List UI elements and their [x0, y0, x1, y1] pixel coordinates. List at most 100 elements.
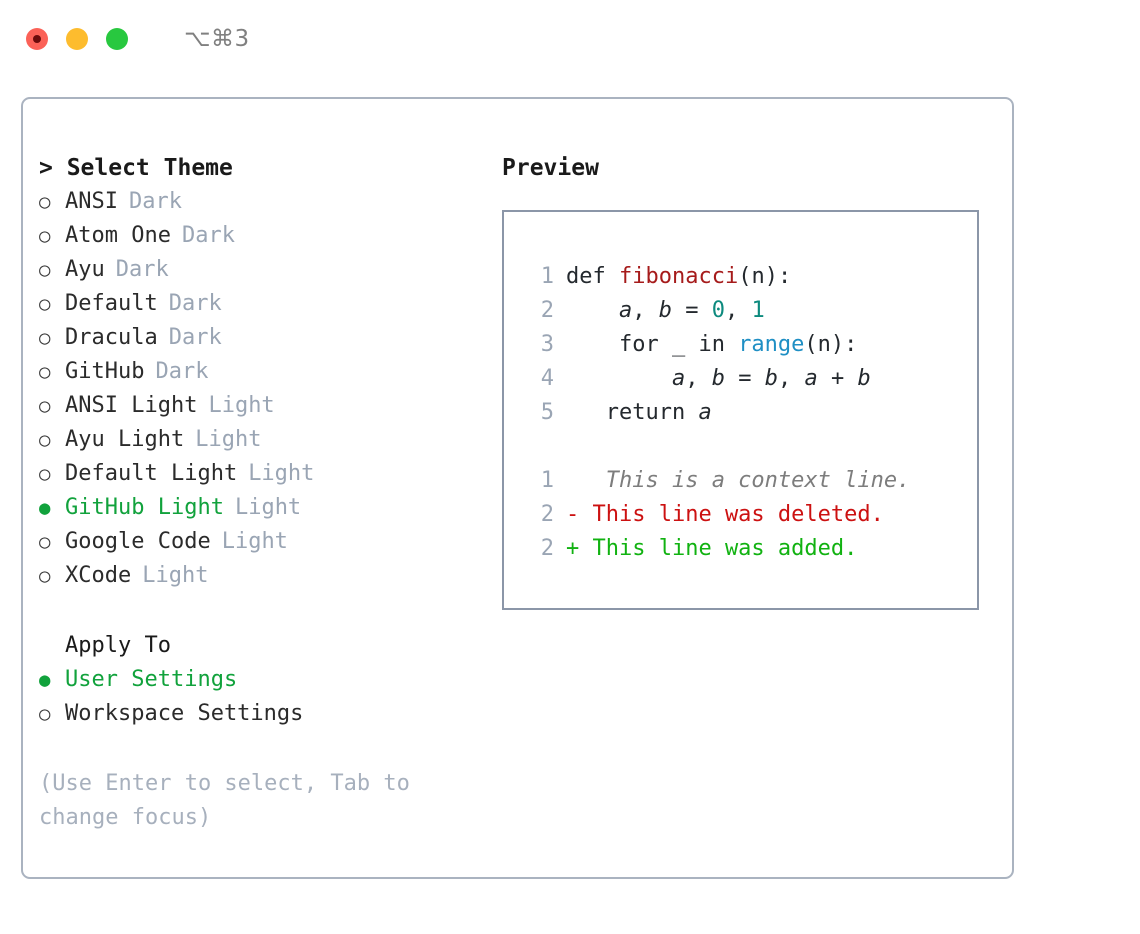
radio-unselected-icon: ○ [39, 463, 51, 485]
theme-option-label: Google Code [65, 529, 211, 554]
theme-option-google-code[interactable]: ○ Google Code Light [39, 525, 489, 559]
theme-option-label: GitHub [65, 359, 145, 384]
theme-option-tag: Light [142, 563, 209, 588]
apply-to-option-label: Workspace Settings [65, 701, 304, 726]
code-text: a, b = b, a + b [566, 362, 871, 396]
code-token-var: b [764, 366, 778, 391]
code-line: 2 a, b = 0, 1 [524, 294, 977, 328]
theme-option-atom-one[interactable]: ○ Atom One Dark [39, 219, 489, 253]
code-text: return a [566, 396, 712, 430]
theme-option-tag: Dark [168, 291, 222, 316]
theme-option-tag: Light [234, 495, 302, 520]
theme-option-label: Dracula [65, 325, 158, 350]
diff-line-added: 2+ This line was added. [524, 532, 977, 566]
apply-to-section: Apply To ● User Settings ○Workspace Settin… [39, 629, 489, 731]
keyboard-hint-text: (Use Enter to select, Tab to change focu… [39, 771, 410, 830]
theme-option-tag: Light [195, 427, 262, 452]
close-button-icon[interactable] [26, 28, 48, 50]
code-token-var: a [698, 400, 712, 425]
theme-option-ayu[interactable]: ○ Ayu Dark [39, 253, 489, 287]
code-token-num: 1 [751, 298, 765, 323]
theme-option-default-light[interactable]: ○ Default Light Light [39, 457, 489, 491]
line-number: 2 [540, 502, 554, 527]
radio-unselected-icon: ○ [39, 259, 51, 281]
line-number: 2 [540, 536, 554, 561]
diff-line-context: 1 This is a context line. [524, 464, 977, 498]
code-line: 5 return a [524, 396, 977, 430]
theme-option-tag: Dark [181, 223, 235, 248]
theme-option-tag: Light [248, 461, 315, 486]
code-diff-separator [524, 430, 977, 464]
line-number: 3 [540, 332, 554, 357]
traffic-lights [26, 28, 128, 50]
theme-option-label: ANSI Light [65, 393, 198, 418]
code-token-num: 0 [711, 298, 725, 323]
radio-unselected-icon: ○ [39, 429, 51, 451]
radio-unselected-icon: ○ [39, 395, 51, 417]
radio-unselected-icon: ○ [39, 293, 51, 315]
code-text: for _ in range(n): [566, 328, 857, 362]
code-text: def fibonacci(n): [566, 260, 791, 294]
maximize-button-icon[interactable] [106, 28, 128, 50]
theme-option-label: Default [65, 291, 158, 316]
radio-unselected-icon: ○ [39, 565, 51, 587]
code-token-fn: fibonacci [618, 264, 739, 289]
radio-unselected-icon: ○ [39, 531, 51, 553]
theme-option-ayu-light[interactable]: ○ Ayu Light Light [39, 423, 489, 457]
code-token-plain: , [777, 366, 805, 391]
apply-to-list[interactable]: ● User Settings ○Workspace Settings [39, 663, 489, 731]
theme-option-tag: Light [221, 529, 288, 554]
theme-option-label: Ayu [65, 257, 105, 282]
minimize-button-icon[interactable] [66, 28, 88, 50]
code-token-plain: + [817, 366, 858, 391]
apply-to-option-workspace-settings[interactable]: ○Workspace Settings [39, 697, 489, 731]
theme-option-tag: Light [208, 393, 275, 418]
radio-unselected-icon: ○ [39, 225, 51, 247]
code-token-plain: = [724, 366, 765, 391]
theme-option-ansi-light[interactable]: ○ ANSI Light Light [39, 389, 489, 423]
code-token-plain: (n): [738, 264, 792, 289]
line-number: 4 [540, 366, 554, 391]
code-token-var: b [711, 366, 725, 391]
line-number: 1 [540, 468, 554, 493]
theme-option-tag: Dark [168, 325, 222, 350]
code-token-plain: for _ in [566, 332, 739, 357]
diff-text: - This line was deleted. [566, 502, 884, 527]
theme-option-label: Default Light [65, 461, 238, 486]
theme-option-tag: Dark [115, 257, 169, 282]
code-token-plain: , [724, 298, 752, 323]
code-token-call: range [738, 332, 805, 357]
line-number: 5 [540, 400, 554, 425]
theme-option-label: Atom One [65, 223, 171, 248]
diff-sample: 1 This is a context line. 2 - This line wa… [524, 464, 977, 566]
theme-option-default[interactable]: ○ Default Dark [39, 287, 489, 321]
code-token-var: a [671, 366, 686, 391]
theme-option-tag: Dark [155, 359, 209, 384]
code-text: a, b = 0, 1 [566, 294, 765, 328]
code-token-var: a [804, 366, 818, 391]
code-token-var: a [618, 298, 633, 323]
apply-to-option-label: User Settings [65, 667, 238, 692]
code-token-var: b [658, 298, 672, 323]
title-bar: ⌥⌘3 [0, 0, 1140, 78]
code-token-var: b [857, 366, 871, 391]
code-token-plain: = [671, 298, 712, 323]
diff-line-deleted: 2 - This line was deleted. [524, 498, 977, 532]
code-token-plain: return [566, 400, 699, 425]
preview-heading: Preview [502, 155, 599, 181]
theme-option-label: Ayu Light [65, 427, 185, 452]
apply-to-option-user-settings[interactable]: ● User Settings [39, 663, 489, 697]
apply-to-heading: Apply To [65, 633, 171, 658]
radio-selected-icon: ● [39, 669, 51, 691]
